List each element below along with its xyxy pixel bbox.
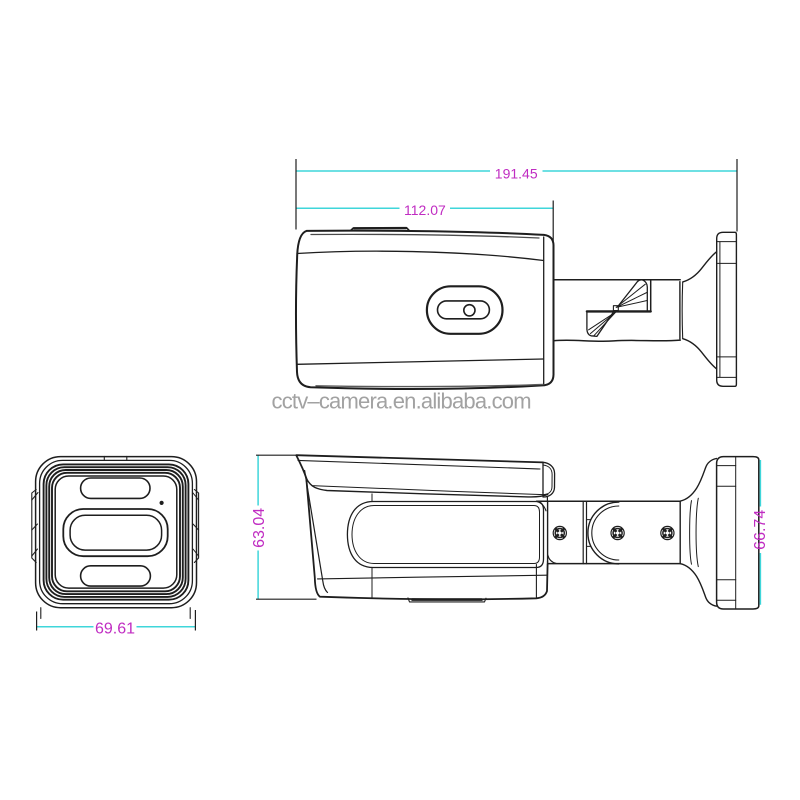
svg-text:66.74: 66.74	[752, 510, 769, 550]
svg-text:69.61: 69.61	[95, 621, 135, 638]
svg-text:63.04: 63.04	[251, 508, 268, 548]
svg-text:112.07: 112.07	[404, 202, 446, 218]
svg-text:cctv–camera.en.alibaba.com: cctv–camera.en.alibaba.com	[272, 389, 531, 414]
svg-text:191.45: 191.45	[495, 165, 538, 181]
